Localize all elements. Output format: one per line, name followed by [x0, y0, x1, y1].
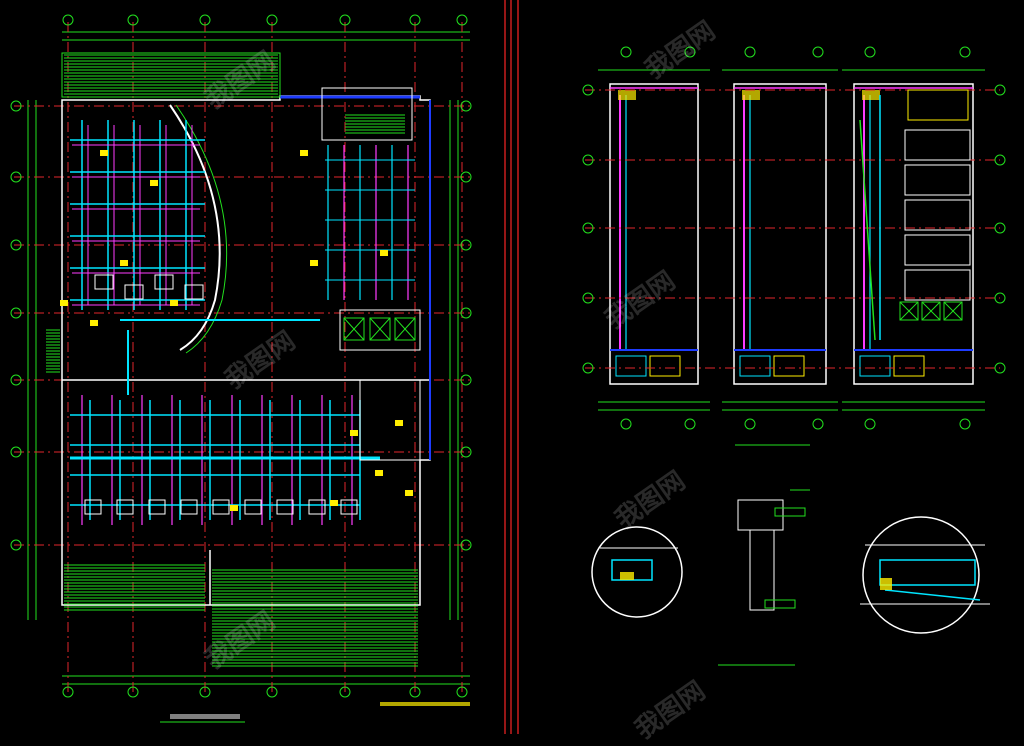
axis-bubble-icon	[684, 46, 696, 58]
axis-bubble-icon	[864, 418, 876, 430]
axis-bubble-icon	[339, 686, 351, 698]
axis-bubble-icon	[460, 374, 472, 386]
axis-bubble-icon	[994, 362, 1006, 374]
axis-bubble-icon	[266, 686, 278, 698]
axis-bubble-icon	[460, 539, 472, 551]
axis-bubble-icon	[339, 14, 351, 26]
axis-bubble-icon	[460, 100, 472, 112]
axis-bubble-icon	[582, 154, 594, 166]
axis-bubble-icon	[127, 14, 139, 26]
axis-bubble-icon	[744, 418, 756, 430]
axis-bubble-icon	[620, 418, 632, 430]
floor-plan	[10, 14, 472, 723]
wall-sections	[582, 46, 1006, 430]
axis-bubble-icon	[456, 686, 468, 698]
axis-bubble-icon	[994, 84, 1006, 96]
axis-bubble-icon	[994, 292, 1006, 304]
axis-bubble-icon	[199, 14, 211, 26]
axis-bubble-icon	[199, 686, 211, 698]
axis-bubble-icon	[812, 418, 824, 430]
axis-bubble-icon	[10, 539, 22, 551]
detail-callout-icon	[862, 516, 980, 634]
axis-bubble-icon	[62, 686, 74, 698]
axis-bubble-icon	[10, 446, 22, 458]
axis-bubble-icon	[409, 14, 421, 26]
axis-bubble-icon	[994, 222, 1006, 234]
axis-bubble-icon	[460, 239, 472, 251]
axis-bubble-icon	[460, 446, 472, 458]
axis-bubble-icon	[266, 14, 278, 26]
axis-bubble-icon	[582, 222, 594, 234]
axis-bubble-icon	[582, 292, 594, 304]
axis-bubble-icon	[959, 46, 971, 58]
axis-bubble-icon	[10, 374, 22, 386]
axis-bubble-icon	[864, 46, 876, 58]
axis-bubble-icon	[620, 46, 632, 58]
axis-bubble-icon	[959, 418, 971, 430]
detail-callouts	[591, 444, 990, 666]
axis-bubble-icon	[582, 84, 594, 96]
axis-bubble-icon	[812, 46, 824, 58]
axis-bubble-icon	[10, 239, 22, 251]
axis-bubble-icon	[460, 171, 472, 183]
axis-bubble-icon	[460, 307, 472, 319]
axis-bubble-icon	[409, 686, 421, 698]
axis-bubble-icon	[10, 171, 22, 183]
axis-bubble-icon	[127, 686, 139, 698]
axis-bubble-icon	[684, 418, 696, 430]
axis-bubble-icon	[744, 46, 756, 58]
axis-bubble-icon	[10, 100, 22, 112]
axis-bubble-icon	[994, 154, 1006, 166]
axis-bubble-icon	[456, 14, 468, 26]
sheet-divider	[504, 0, 519, 734]
axis-bubble-icon	[582, 362, 594, 374]
detail-callout-icon	[591, 526, 683, 618]
axis-bubble-icon	[62, 14, 74, 26]
axis-bubble-icon	[10, 307, 22, 319]
